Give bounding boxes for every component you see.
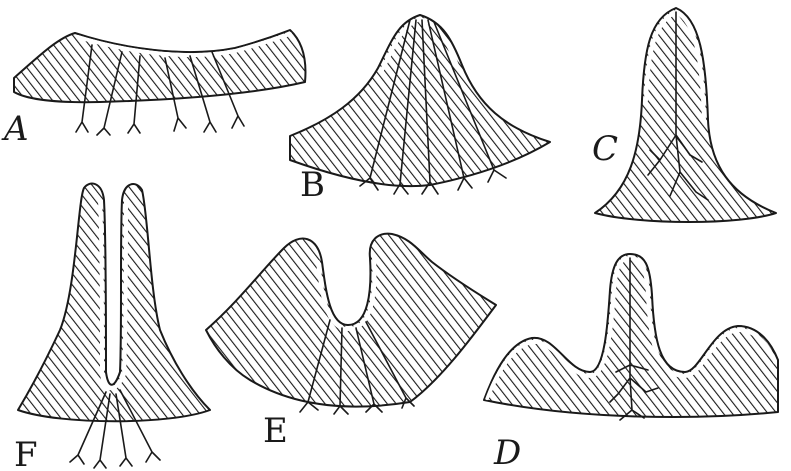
panel-e-lining [316, 256, 377, 331]
panel-b: B [289, 14, 551, 205]
panel-f-lining [98, 198, 128, 391]
panel-b-nerves [359, 19, 507, 195]
panel-c: C [592, 7, 777, 223]
panel-e-nerves [299, 319, 415, 415]
panel-f-nerves [69, 389, 161, 469]
panel-b-label: B [300, 165, 325, 205]
panel-f: F [14, 182, 211, 471]
panel-c-label: C [592, 129, 618, 169]
panel-e-label: E [263, 411, 288, 451]
panel-a-label: A [1, 109, 29, 149]
panel-b-lining [380, 17, 460, 72]
panel-a-lining [76, 32, 292, 58]
panel-f-label: F [14, 435, 38, 471]
panel-d-nerves [609, 257, 659, 421]
panel-a: A [1, 29, 307, 149]
panel-e-tissue [205, 232, 497, 408]
panel-a-tissue [13, 29, 307, 104]
panel-c-nerves [647, 11, 709, 201]
panel-d-label: D [493, 433, 521, 471]
panel-c-tissue [594, 7, 777, 223]
panel-b-tissue [289, 14, 551, 188]
panel-d: D [483, 253, 779, 471]
panel-a-nerves [75, 44, 245, 136]
panel-e: E [205, 232, 497, 451]
